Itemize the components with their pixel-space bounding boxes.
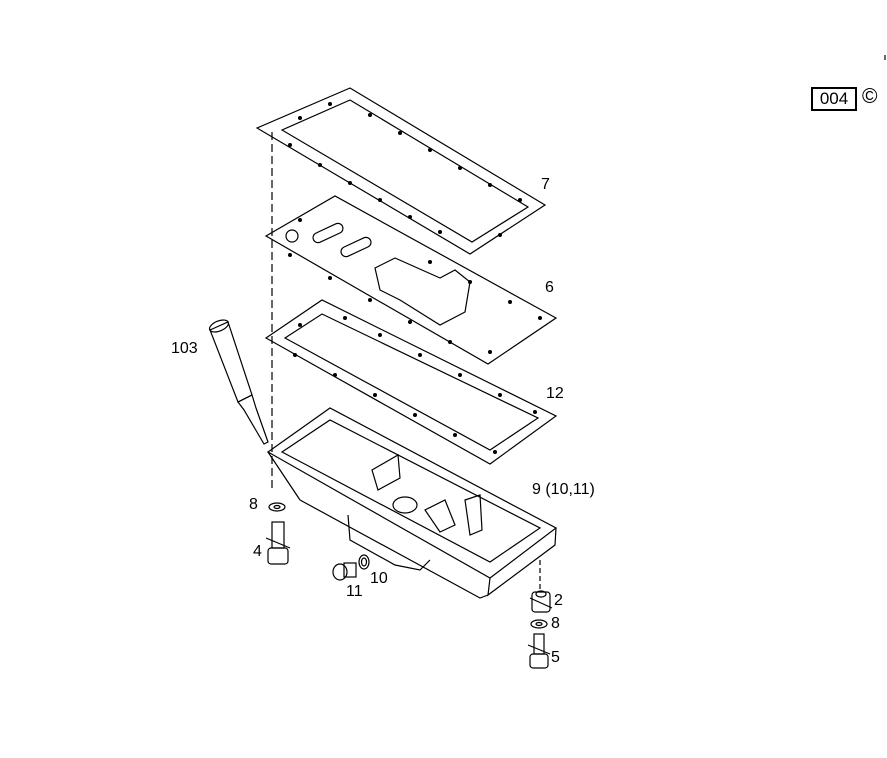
oil-pan-9 [266, 407, 558, 599]
washer-8-right [530, 619, 548, 629]
callout-6: 6 [545, 279, 554, 296]
callout-12: 12 [546, 385, 564, 402]
callout-8-right: 8 [551, 615, 560, 632]
callout-2: 2 [554, 592, 563, 609]
page-code-badge: 004 [811, 87, 857, 111]
callout-10: 10 [370, 570, 388, 587]
drain-plug-11 [332, 562, 357, 581]
callout-11: 11 [346, 583, 363, 600]
callout-7: 7 [541, 176, 550, 193]
gasket-7 [255, 87, 547, 255]
bolt-5 [527, 633, 551, 669]
seal-ring-10 [358, 554, 370, 570]
callout-103: 103 [171, 340, 198, 357]
callout-4: 4 [253, 543, 262, 560]
callout-5: 5 [551, 649, 560, 666]
washer-8-left [268, 502, 286, 512]
sealant-tube-103 [208, 319, 269, 445]
gasket-6 [264, 195, 558, 365]
copyright-mark: © [862, 85, 878, 108]
callout-9: 9 (10,11) [532, 481, 595, 498]
spacer-2 [529, 590, 553, 613]
callout-8-left: 8 [249, 496, 258, 513]
gasket-12 [264, 299, 558, 465]
bolt-4 [265, 521, 291, 565]
